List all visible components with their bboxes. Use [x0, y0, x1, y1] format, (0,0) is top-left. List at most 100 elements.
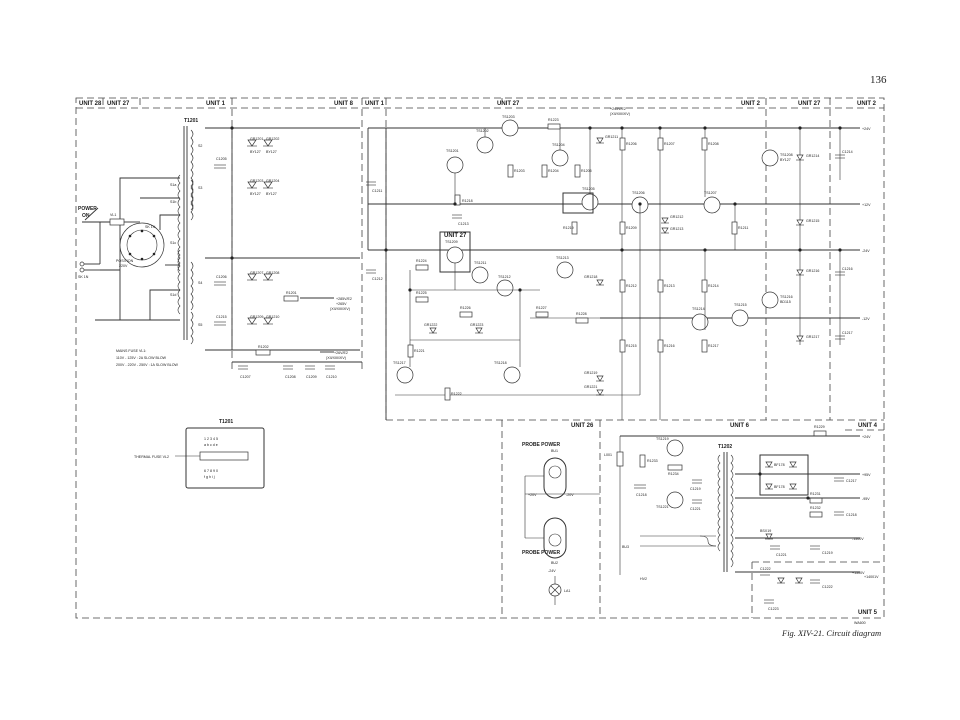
svg-text:R1231: R1231 [810, 492, 821, 496]
svg-text:R1219: R1219 [563, 226, 574, 230]
svg-text:TS1215: TS1215 [734, 303, 747, 307]
svg-text:SK 1N: SK 1N [78, 275, 89, 279]
t1202-label: T1202 [718, 444, 732, 450]
unit-label-27-c: UNIT 27 [798, 101, 821, 107]
position-label: POSITION [116, 259, 134, 263]
svg-text:R1222: R1222 [451, 392, 462, 396]
svg-text:C1209: C1209 [306, 375, 317, 379]
svg-text:R1223: R1223 [548, 118, 559, 122]
svg-text:-1500V: -1500V [852, 537, 864, 541]
svg-text:-24V: -24V [548, 569, 556, 573]
unit-label-26: UNIT 26 [571, 423, 594, 429]
svg-text:+285V/E2: +285V/E2 [336, 297, 352, 301]
svg-text:TS1218: TS1218 [494, 361, 507, 365]
svg-text:R1221: R1221 [414, 349, 425, 353]
svg-text:S1b: S1b [170, 200, 176, 204]
svg-text:GR1219: GR1219 [584, 371, 597, 375]
svg-text:GR1211: GR1211 [605, 135, 618, 139]
svg-text:GR1223: GR1223 [470, 323, 483, 327]
svg-text:C1207: C1207 [240, 375, 251, 379]
svg-text:-20V: -20V [566, 493, 574, 497]
svg-text:TS1204: TS1204 [552, 143, 565, 147]
svg-text:R1227: R1227 [536, 306, 547, 310]
svg-text:VL1: VL1 [110, 213, 116, 217]
svg-text:+14001V: +14001V [864, 575, 879, 579]
power-on-label: ON [82, 213, 90, 219]
svg-text:(XII/XIII/XIV): (XII/XIII/XIV) [610, 112, 630, 116]
unit-label-1-b: UNIT 1 [365, 101, 385, 107]
svg-text:R1229: R1229 [814, 425, 825, 429]
svg-text:GR1208: GR1208 [266, 271, 279, 275]
svg-text:TS1216: TS1216 [780, 295, 793, 299]
svg-text:+265V: +265V [336, 302, 347, 306]
svg-text:GR1202: GR1202 [266, 137, 279, 141]
svg-text:R1214: R1214 [708, 284, 719, 288]
svg-text:C1205: C1205 [216, 157, 227, 161]
svg-text:R1226: R1226 [460, 306, 471, 310]
svg-text:GR1210: GR1210 [266, 315, 279, 319]
unit-label-2-a: UNIT 2 [741, 101, 761, 107]
rail-label-4: -12V [862, 317, 870, 321]
svg-text:a b c d e: a b c d e [204, 443, 218, 447]
thermal-fuse-box: T1201 THERMAL FUSE VL2 1 2 3 4 5 a b c d… [134, 419, 265, 489]
svg-text:C1208: C1208 [285, 375, 296, 379]
mains-fuse-line1: 110V - 125V : 2A SLOW BLOW [116, 356, 167, 360]
svg-text:TS1217: TS1217 [393, 361, 406, 365]
svg-text:-95V: -95V [862, 497, 870, 501]
unit-label-2-b: UNIT 2 [857, 101, 877, 107]
svg-text:R1234: R1234 [668, 472, 679, 476]
unit-label-27-a: UNIT 27 [107, 101, 130, 107]
mains-section: T1201 S2 S3 S4 S5 S1a S1b S1c S1d POSITI… [78, 118, 202, 367]
svg-text:BY127: BY127 [266, 192, 277, 196]
regulator-section: +24V +12V -24V -12V +245V/E2 (XII/XIII/X… [230, 107, 871, 518]
svg-text:TS1209: TS1209 [445, 240, 458, 244]
svg-text:TS1213: TS1213 [556, 256, 569, 260]
svg-text:R1203: R1203 [514, 169, 525, 173]
power-label: POWER [78, 206, 97, 212]
svg-text:TS1205: TS1205 [582, 187, 595, 191]
svg-text:+95V: +95V [862, 473, 871, 477]
svg-text:TS1219: TS1219 [656, 437, 669, 441]
svg-text:TS1214: TS1214 [692, 307, 705, 311]
svg-text:C1222: C1222 [822, 585, 833, 589]
svg-text:GR1214: GR1214 [806, 154, 819, 158]
svg-text:BY127: BY127 [250, 150, 261, 154]
unit-label-8: UNIT 8 [334, 101, 354, 107]
svg-text:C1223: C1223 [768, 607, 779, 611]
unit-label-6: UNIT 6 [730, 423, 750, 429]
svg-text:C1218: C1218 [636, 493, 647, 497]
rail-label-3: -24V [862, 249, 870, 253]
svg-text:R1233: R1233 [647, 459, 658, 463]
svg-text:C1211: C1211 [372, 189, 382, 193]
svg-text:S1d: S1d [170, 293, 176, 297]
unit-label-28: UNIT 28 [79, 101, 102, 107]
svg-text:GR1218: GR1218 [584, 275, 597, 279]
svg-text:BY127: BY127 [266, 150, 277, 154]
svg-text:GR1222: GR1222 [424, 323, 437, 327]
svg-text:C1222: C1222 [760, 567, 771, 571]
svg-text:GR1201: GR1201 [250, 137, 263, 141]
mains-fuse-title: MAINS FUSE VL1: [116, 349, 146, 353]
svg-text:S1a: S1a [170, 183, 176, 187]
svg-text:GR1203: GR1203 [250, 179, 263, 183]
svg-text:+24V: +24V [862, 435, 871, 439]
svg-text:+1500V: +1500V [852, 571, 865, 575]
svg-text:C1217: C1217 [842, 331, 853, 335]
unit-27-inner-box [439, 231, 471, 273]
svg-text:C1219: C1219 [822, 551, 833, 555]
svg-text:GR1217: GR1217 [806, 335, 819, 339]
mains-fuse-line2: 200V - 220V - 250V : 1A SLOW BLOW [116, 363, 179, 367]
svg-text:R1232: R1232 [810, 506, 821, 510]
svg-text:L001: L001 [604, 453, 612, 457]
svg-text:S5: S5 [198, 323, 202, 327]
svg-text:BU1: BU1 [551, 449, 558, 453]
unit-label-27-d: UNIT 27 [444, 233, 467, 239]
eht-section: +24V L001 TS1219 TS1221 R1233 R1234 C121… [604, 435, 879, 611]
svg-text:R1201: R1201 [286, 291, 297, 295]
svg-text:GR1216: GR1216 [806, 269, 819, 273]
svg-text:BU2: BU2 [551, 561, 558, 565]
svg-text:GR1215: GR1215 [806, 219, 819, 223]
svg-text:GR1204: GR1204 [266, 179, 279, 183]
